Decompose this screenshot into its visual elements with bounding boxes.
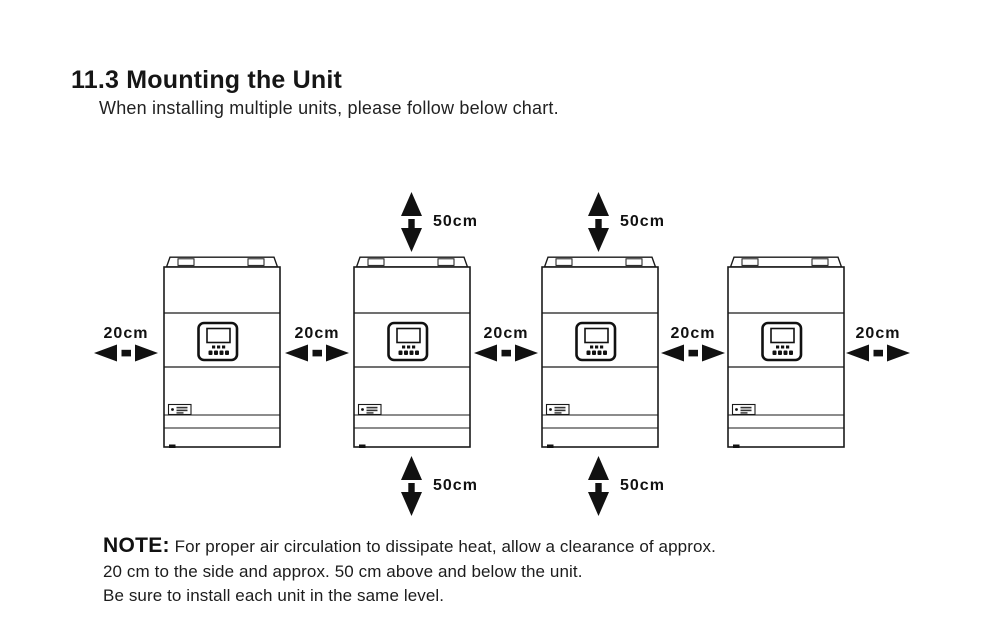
section-subtitle: When installing multiple units, please f… xyxy=(99,98,559,118)
vertical-double-arrow-icon xyxy=(588,192,609,252)
bottom-clearance-unit-2: 50cm xyxy=(401,456,477,516)
note-label: NOTE: xyxy=(103,534,170,557)
horizontal-double-arrow-icon xyxy=(285,344,349,362)
horizontal-double-arrow-icon xyxy=(94,344,158,362)
note-line-3: Be sure to install each unit in the same… xyxy=(103,586,445,605)
side-clearance-label: 20cm xyxy=(294,325,340,342)
side-clearance-label: 20cm xyxy=(855,325,901,342)
vertical-clearance-label: 50cm xyxy=(620,477,665,494)
horizontal-double-arrow-icon xyxy=(661,344,725,362)
top-clearance-unit-2: 50cm xyxy=(401,192,477,252)
vertical-clearance-label: 50cm xyxy=(433,477,478,494)
side-clearance-right: 20cm xyxy=(846,325,910,362)
inverter-unit-figure-3 xyxy=(541,256,659,448)
vertical-double-arrow-icon xyxy=(588,456,609,516)
horizontal-double-arrow-icon xyxy=(474,344,538,362)
vertical-clearance-label: 50cm xyxy=(620,213,665,230)
note-line-1-text: For proper air circulation to dissipate … xyxy=(174,537,716,556)
side-clearance-label: 20cm xyxy=(670,325,716,342)
note-line-1: NOTE: For proper air circulation to diss… xyxy=(103,532,883,560)
vertical-double-arrow-icon xyxy=(401,192,422,252)
horizontal-double-arrow-icon xyxy=(846,344,910,362)
section-title: 11.3 Mounting the Unit xyxy=(71,66,343,94)
side-clearance-label: 20cm xyxy=(103,325,149,342)
side-clearance-label: 20cm xyxy=(483,325,529,342)
note-line-2: 20 cm to the side and approx. 50 cm abov… xyxy=(103,562,583,581)
vertical-double-arrow-icon xyxy=(401,456,422,516)
side-clearance-left: 20cm xyxy=(94,325,158,362)
note-block: NOTE: For proper air circulation to diss… xyxy=(103,532,883,608)
inverter-unit-figure-1 xyxy=(163,256,281,448)
side-clearance-2-3: 20cm xyxy=(474,325,538,362)
vertical-clearance-label: 50cm xyxy=(433,213,478,230)
side-clearance-3-4: 20cm xyxy=(661,325,725,362)
inverter-unit-figure-2 xyxy=(353,256,471,448)
side-clearance-1-2: 20cm xyxy=(285,325,349,362)
top-clearance-unit-3: 50cm xyxy=(588,192,664,252)
bottom-clearance-unit-3: 50cm xyxy=(588,456,664,516)
inverter-unit-figure-4 xyxy=(727,256,845,448)
